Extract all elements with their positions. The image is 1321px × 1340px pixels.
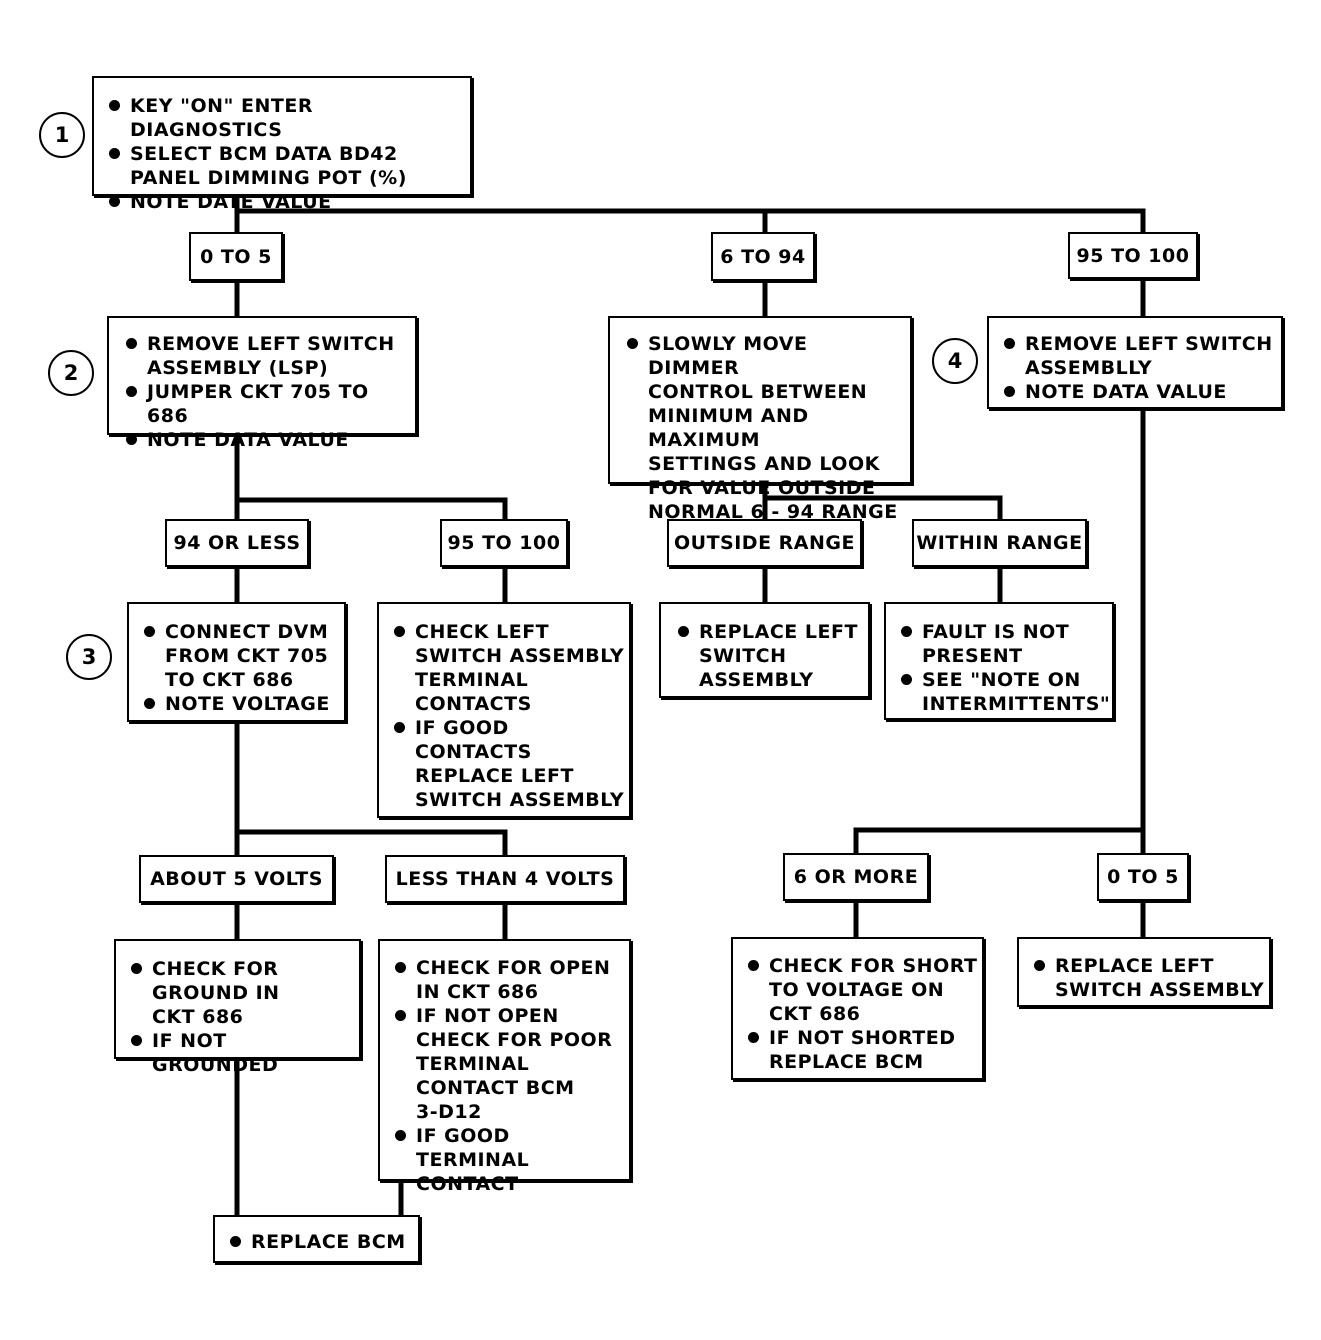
branch-within-range: WITHIN RANGE xyxy=(912,519,1087,567)
step4-box: REMOVE LEFT SWITCH ASSEMBLLY NOTE DATA V… xyxy=(987,316,1283,409)
ground-check-box: CHECK FOR GROUND IN CKT 686 IF NOT GROUN… xyxy=(114,939,361,1076)
step4-item: NOTE DATA VALUE xyxy=(1001,380,1275,404)
replace-switch-assembly-box-2: REPLACE LEFT SWITCH ASSEMBLY xyxy=(1017,937,1271,1007)
dimmer-check-box: SLOWLY MOVE DIMMER CONTROL BETWEEN MINIM… xyxy=(608,316,912,523)
branch-about-5-volts: ABOUT 5 VOLTS xyxy=(139,855,334,903)
step2-item: NOTE DATA VALUE xyxy=(123,428,409,452)
step3-box: CONNECT DVM FROM CKT 705 TO CKT 686 NOTE… xyxy=(127,602,346,722)
step1-item: NOTE DATE VALUE xyxy=(106,190,462,214)
step2-box: REMOVE LEFT SWITCH ASSEMBLY (LSP) JUMPER… xyxy=(107,316,417,451)
step-number-4: 4 xyxy=(932,338,978,384)
step3-item: CONNECT DVM FROM CKT 705 TO CKT 686 xyxy=(141,620,340,692)
fault-not-present-box: FAULT IS NOT PRESENT SEE "NOTE ON INTERM… xyxy=(884,602,1114,720)
replace-switch-item: REPLACE LEFT SWITCH ASSEMBLY xyxy=(1031,954,1265,1002)
short-item: CHECK FOR SHORT TO VOLTAGE ON CKT 686 xyxy=(745,954,978,1026)
open-item: CHECK FOR OPEN IN CKT 686 xyxy=(392,956,625,1004)
step1-item: KEY "ON" ENTER DIAGNOSTICS xyxy=(106,94,462,142)
replace-switch-assembly-box: REPLACE LEFT SWITCH ASSEMBLY xyxy=(659,602,870,698)
step-number-3: 3 xyxy=(66,634,112,680)
open-item: IF GOOD TERMINAL CONTACT xyxy=(392,1124,625,1196)
open-item: IF NOT OPEN CHECK FOR POOR TERMINAL CONT… xyxy=(392,1004,625,1124)
step4-item: REMOVE LEFT SWITCH ASSEMBLLY xyxy=(1001,332,1275,380)
fault-item: FAULT IS NOT PRESENT xyxy=(898,620,1108,668)
branch-94-or-less: 94 OR LESS xyxy=(165,519,309,567)
short-item: IF NOT SHORTED REPLACE BCM xyxy=(745,1026,978,1074)
branch-step4-0-to-5: 0 TO 5 xyxy=(1097,853,1189,901)
branch-outside-range: OUTSIDE RANGE xyxy=(667,519,862,567)
check-switch-item: IF GOOD CONTACTS REPLACE LEFT SWITCH ASS… xyxy=(391,716,625,812)
open-check-box: CHECK FOR OPEN IN CKT 686 IF NOT OPEN CH… xyxy=(378,939,631,1195)
branch-step2-95-to-100: 95 TO 100 xyxy=(440,519,568,567)
ground-item: CHECK FOR GROUND IN CKT 686 xyxy=(128,957,355,1029)
step2-item: JUMPER CKT 705 TO 686 xyxy=(123,380,409,428)
branch-6-to-94: 6 TO 94 xyxy=(711,232,815,281)
step1-box: KEY "ON" ENTER DIAGNOSTICS SELECT BCM DA… xyxy=(92,76,472,213)
branch-less-than-4-volts: LESS THAN 4 VOLTS xyxy=(385,855,625,903)
check-switch-assembly-box: CHECK LEFT SWITCH ASSEMBLY TERMINAL CONT… xyxy=(377,602,631,818)
ground-item: IF NOT GROUNDED xyxy=(128,1029,355,1077)
dimmer-item: SLOWLY MOVE DIMMER CONTROL BETWEEN MINIM… xyxy=(624,332,904,524)
branch-0-to-5: 0 TO 5 xyxy=(189,232,283,281)
step-number-2: 2 xyxy=(48,350,94,396)
step2-item: REMOVE LEFT SWITCH ASSEMBLY (LSP) xyxy=(123,332,409,380)
step1-item: SELECT BCM DATA BD42 PANEL DIMMING POT (… xyxy=(106,142,462,190)
replace-switch-item: REPLACE LEFT SWITCH ASSEMBLY xyxy=(675,620,864,692)
replace-bcm-box: REPLACE BCM xyxy=(213,1215,420,1263)
fault-item: SEE "NOTE ON INTERMITTENTS" xyxy=(898,668,1110,716)
step-number-1: 1 xyxy=(39,112,85,158)
replace-bcm-item: REPLACE BCM xyxy=(227,1230,414,1254)
check-switch-item: CHECK LEFT SWITCH ASSEMBLY TERMINAL CONT… xyxy=(391,620,625,716)
branch-95-to-100: 95 TO 100 xyxy=(1068,232,1198,279)
branch-6-or-more: 6 OR MORE xyxy=(783,853,929,901)
short-check-box: CHECK FOR SHORT TO VOLTAGE ON CKT 686 IF… xyxy=(731,937,984,1080)
step3-item: NOTE VOLTAGE xyxy=(141,692,340,716)
